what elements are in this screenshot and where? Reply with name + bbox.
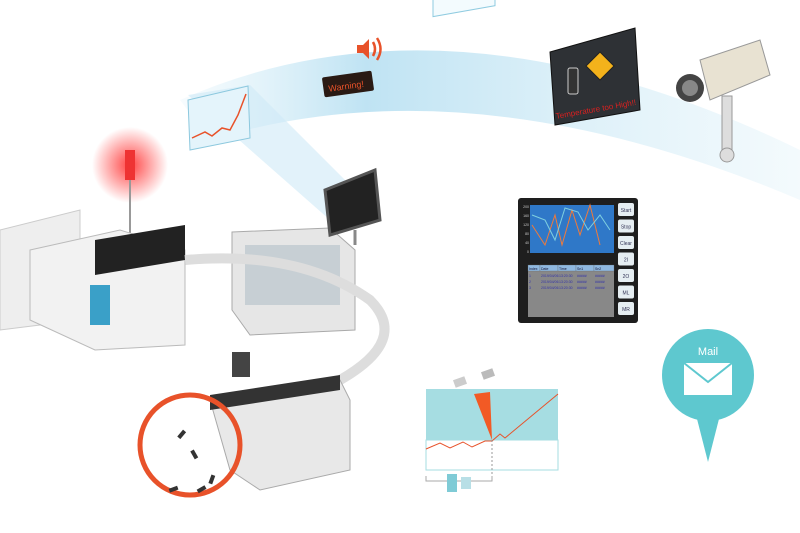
danger-sign-icon <box>585 51 615 81</box>
hmi-table-cell: 13:20:30 <box>559 280 573 284</box>
hmi-chart <box>530 205 614 253</box>
hmi-button-mr[interactable]: MR <box>618 302 634 315</box>
envelope-icon <box>683 362 733 395</box>
hmi-table-cell: 13:20:30 <box>559 274 573 278</box>
hmi-button-ml[interactable]: ML <box>618 285 634 299</box>
hmi-table-header: Date <box>541 267 548 271</box>
hmi-button-clear[interactable]: Clear <box>618 236 634 249</box>
usb-drive-icon <box>447 474 457 492</box>
hmi-table-cell: ##### <box>577 286 587 290</box>
hmi-y-tick: 80 <box>525 232 529 236</box>
hmi-button-label: ML <box>623 291 630 297</box>
hmi-table-cell: ##### <box>577 274 587 278</box>
mail-notification-pin[interactable]: Mail <box>662 329 754 462</box>
hmi-table-header: Sn2 <box>595 267 601 271</box>
hmi-button-stop[interactable]: Stop <box>618 219 634 233</box>
hmi-y-tick: 160 <box>523 214 529 218</box>
hmi-table-cell: 2 <box>529 280 531 284</box>
defect-highlight-circle <box>137 392 243 498</box>
hmi-table-cell: 2019/04/06 <box>541 286 559 290</box>
alert-screen: Temperature too High!! <box>549 27 641 126</box>
data-table-icon <box>432 0 496 18</box>
filling-machine <box>231 227 356 336</box>
hmi-table-cell: ##### <box>595 280 605 284</box>
power-loss-marker <box>474 392 492 440</box>
hmi-table-cell: ##### <box>577 280 587 284</box>
warning-badge: Warning! <box>322 70 374 98</box>
hmi-table-cell: 1 <box>529 274 531 278</box>
hmi-table-cell: ##### <box>595 286 605 290</box>
power-loss-chart <box>425 368 559 492</box>
hmi-button-start[interactable]: Start <box>618 203 634 216</box>
hmi-table-cell: ##### <box>595 274 605 278</box>
hmi-table-header: Index <box>529 267 538 271</box>
hmi-table-cell: 3 <box>529 286 531 290</box>
hmi-button-label: MR <box>622 307 630 313</box>
packaging-machine <box>0 209 186 351</box>
warning-text: Warning! <box>328 79 365 94</box>
trend-chart-card <box>187 85 251 151</box>
hmi-button-label: Clear <box>620 241 632 247</box>
stack-light <box>125 150 135 180</box>
hmi-button-label: 2O <box>623 274 630 280</box>
sd-card-icon <box>461 477 471 489</box>
hmi-monitor <box>323 167 382 245</box>
rejected-bottles <box>168 429 216 494</box>
hmi-table-cell: 13:20:30 <box>559 286 573 290</box>
power-plug-icon <box>452 368 496 388</box>
hmi-y-tick: 200 <box>523 205 529 209</box>
mail-label: Mail <box>698 346 718 358</box>
hmi-button-label: 2I <box>624 258 628 264</box>
hmi-y-tick: 0 <box>527 250 529 254</box>
thermometer-icon <box>567 67 579 95</box>
hmi-button-label: Start <box>621 208 632 214</box>
hmi-table-header: Time <box>559 267 567 271</box>
hmi-button-2i[interactable]: 2I <box>618 252 634 266</box>
hmi-y-tick: 120 <box>523 223 529 227</box>
hmi-table-cell: 2019/04/06 <box>541 280 559 284</box>
hmi-table-header: Sn1 <box>577 267 583 271</box>
labeling-machine <box>209 352 351 491</box>
hmi-table-cell: 2019/04/06 <box>541 274 559 278</box>
hmi-button-label: Stop <box>621 225 632 231</box>
security-camera-icon <box>676 39 771 163</box>
speaker-icon <box>357 37 382 61</box>
hmi-button-2o[interactable]: 2O <box>618 269 634 282</box>
hmi-y-tick: 40 <box>525 241 529 245</box>
conveyor <box>184 253 390 385</box>
